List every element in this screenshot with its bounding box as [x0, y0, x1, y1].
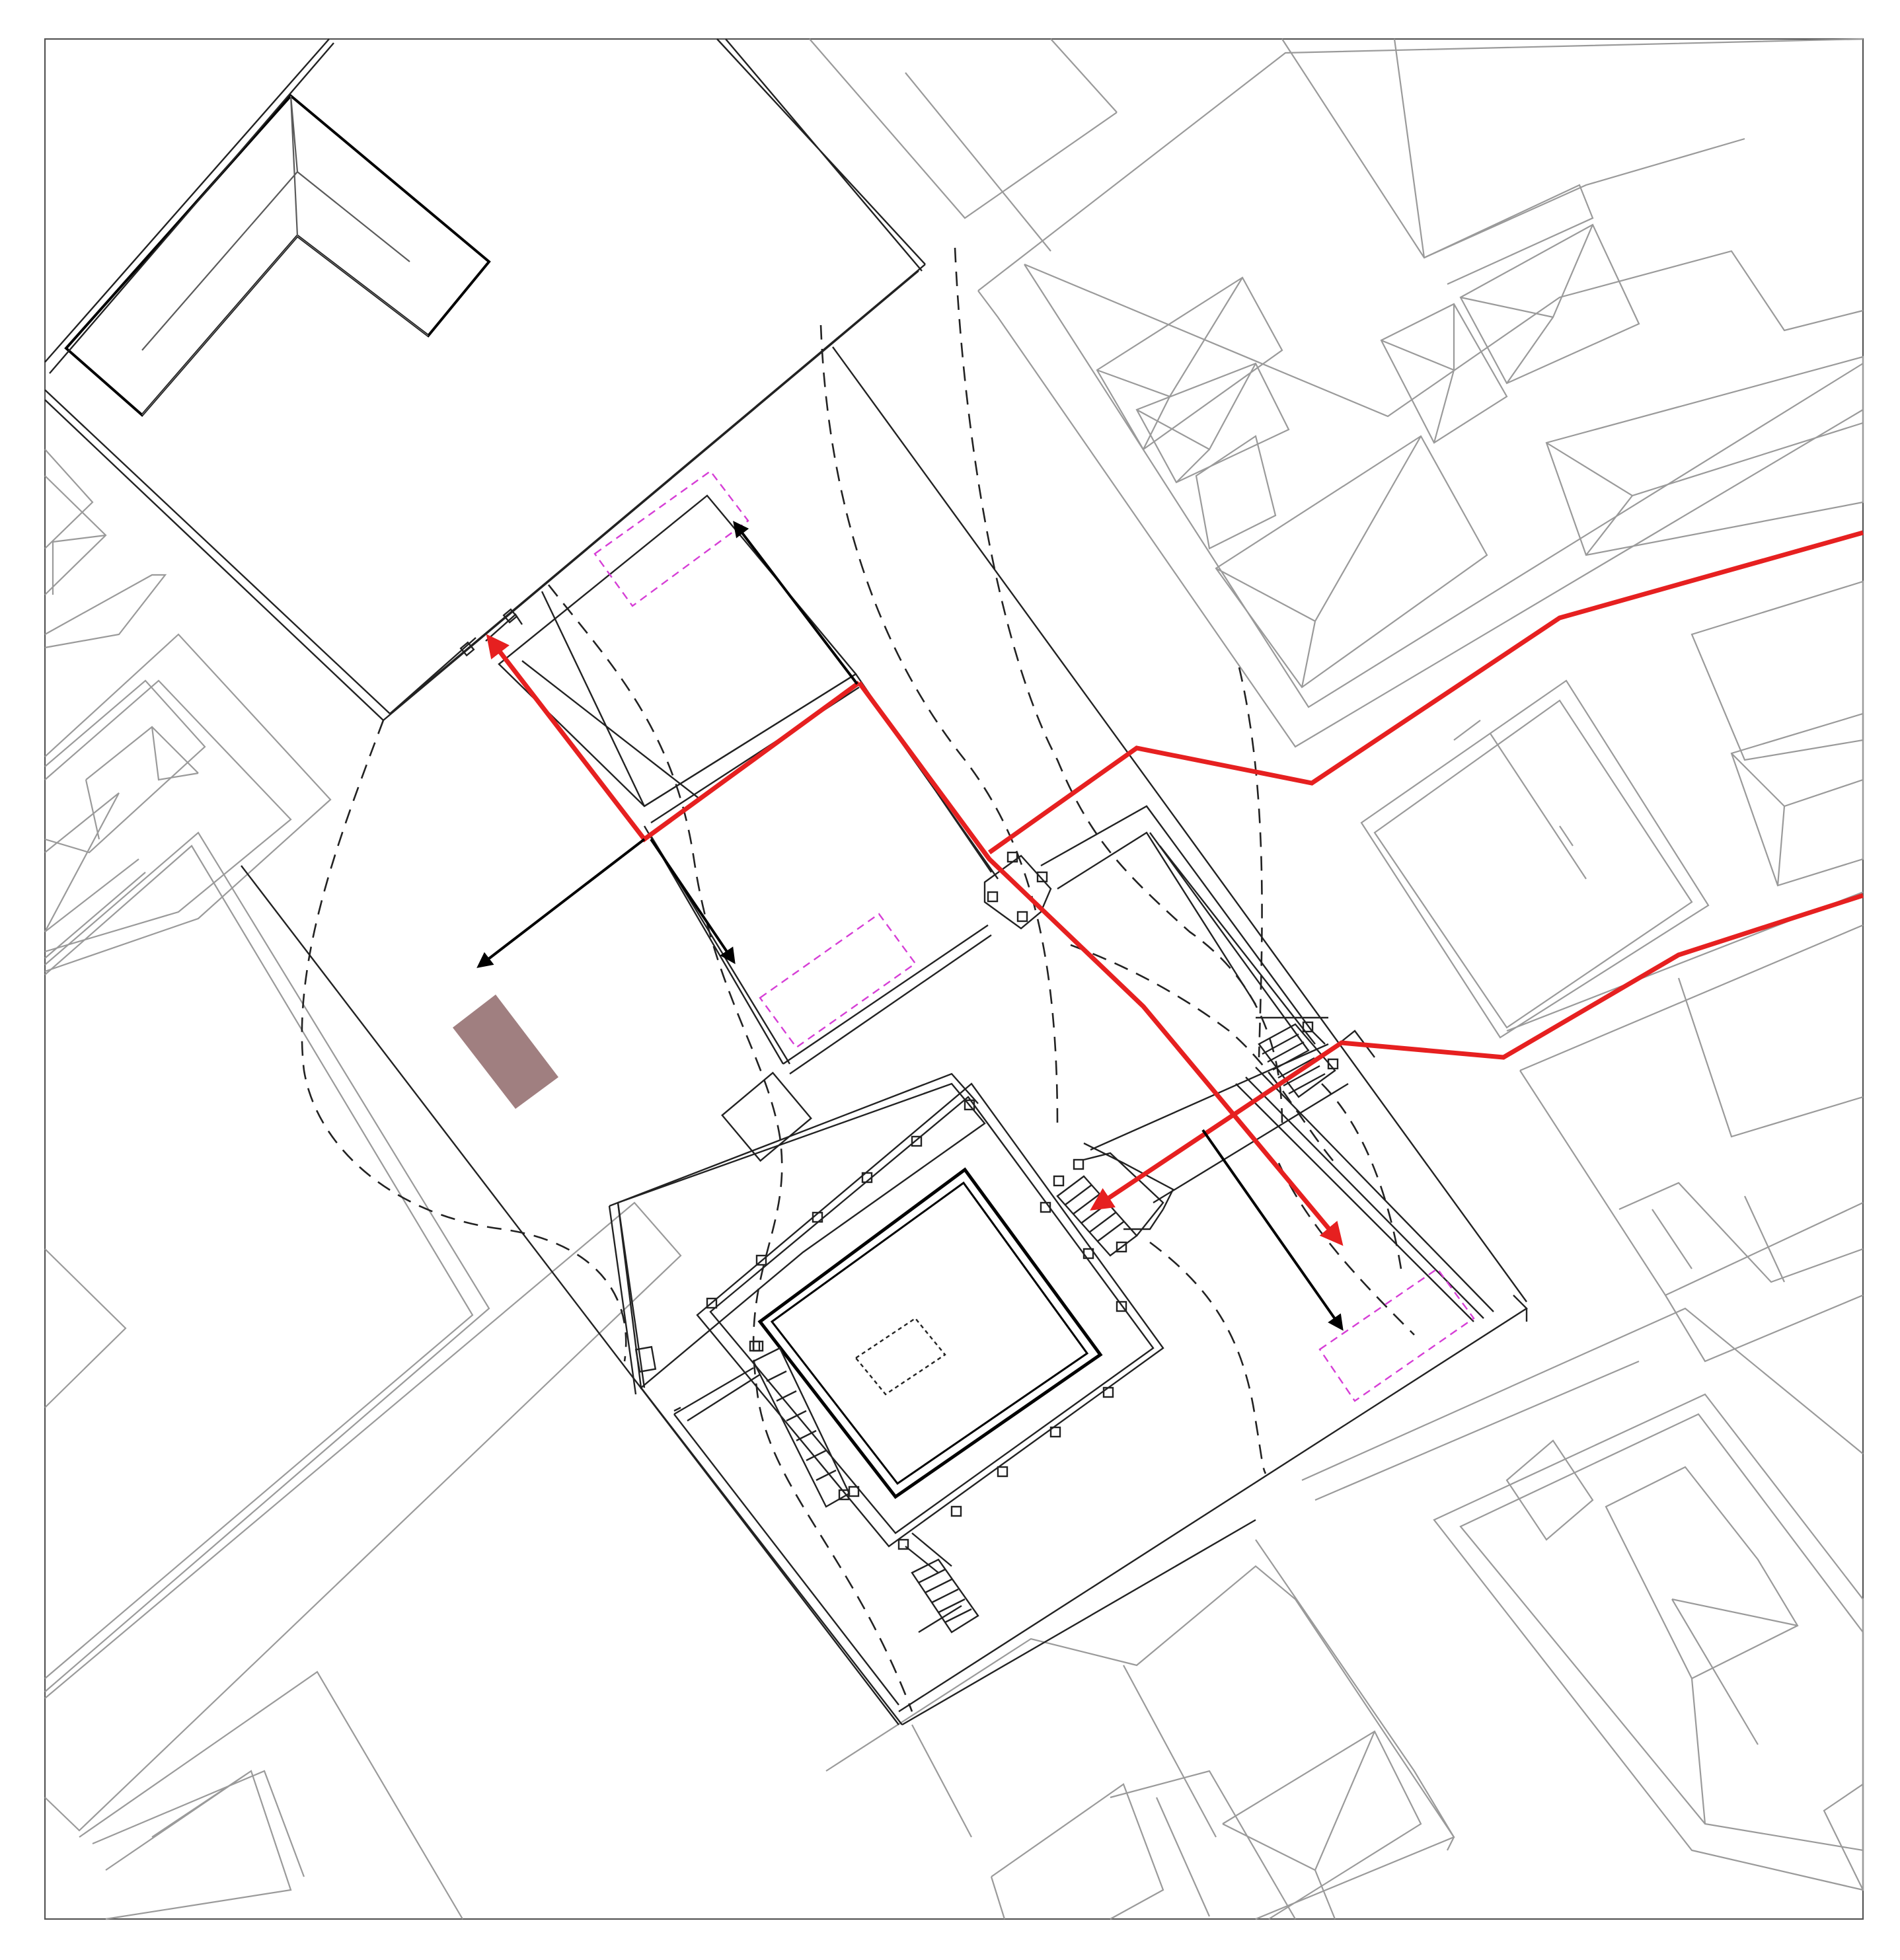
axis-arrow-southeast	[1201, 1129, 1344, 1331]
site-north-axis-edge	[832, 346, 1527, 1302]
walled-enclosure	[696, 1082, 1164, 1548]
route-east-upper	[987, 530, 1864, 854]
gate-post-west	[459, 641, 475, 657]
drawing-frame	[44, 38, 1864, 1920]
north-inner-stairs	[1053, 1152, 1164, 1257]
north-centre-parcels	[809, 38, 1745, 285]
axis-arrow-north-south	[733, 521, 858, 685]
northeast-residential	[977, 38, 1864, 887]
upper-pavilion	[498, 494, 857, 808]
inner-temple	[757, 1167, 1103, 1499]
axis-arrow-west	[476, 838, 646, 968]
court-kiosk	[721, 1071, 812, 1162]
axis-arrow-gate-court	[650, 838, 736, 964]
l-shaped-building-northwest	[64, 94, 491, 417]
magenta-zones	[593, 470, 1475, 1402]
red-routes	[486, 530, 1864, 1246]
zone-middle	[759, 913, 917, 1049]
north-lot-line	[383, 264, 926, 721]
gate-post-east	[502, 608, 518, 624]
shrine-outline	[855, 1317, 946, 1396]
axis-arrows	[476, 521, 1344, 1331]
project-site	[241, 346, 1528, 1726]
north-plot-boundary	[44, 38, 926, 721]
east-wing	[1040, 805, 1326, 1045]
west-edge-kiosk	[634, 1345, 657, 1373]
zone-north	[593, 470, 749, 607]
southeast-block	[1301, 1307, 1864, 1891]
southwest-block	[44, 831, 682, 1920]
east-stairs	[1258, 1021, 1339, 1098]
route-north-branch	[857, 681, 1344, 1246]
route-east-lower	[1090, 893, 1864, 1211]
circulation-dashed-lines	[301, 247, 1415, 1712]
east-corridor	[1083, 1043, 1349, 1210]
route-to-north-gate	[486, 634, 861, 843]
central-gate	[983, 854, 1052, 930]
south-portal	[673, 1367, 962, 1634]
south-buildings	[825, 1539, 1455, 1920]
zone-southeast	[1318, 1267, 1475, 1402]
site-west-edge	[241, 865, 899, 1725]
west-buildings	[44, 449, 332, 973]
south-stairs	[911, 1558, 979, 1634]
context-buildings	[44, 38, 1864, 1920]
middle-court	[643, 825, 992, 1074]
marker-block	[453, 995, 558, 1109]
west-inner-stairs	[749, 1340, 851, 1508]
east-block	[1360, 679, 1864, 1363]
